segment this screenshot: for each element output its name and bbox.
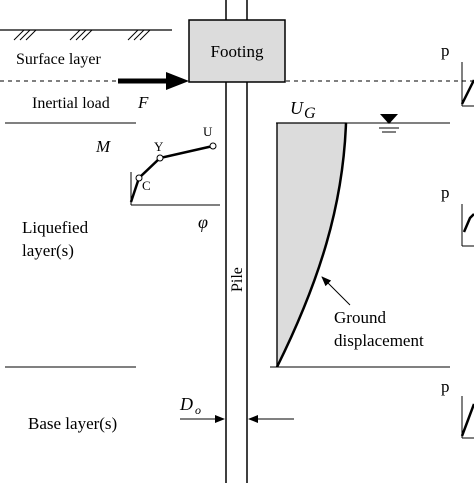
inertial-load-symbol: F <box>137 93 149 112</box>
liquefied-label-line2: layer(s) <box>22 241 74 260</box>
liquefied-label-line1: Liquefied <box>22 218 89 237</box>
ground-disp-label-line2: displacement <box>334 331 424 350</box>
py-label-top: p <box>441 41 450 60</box>
py-curve-top <box>460 62 474 107</box>
moment-curvature-graph <box>129 142 220 206</box>
water-table-symbol <box>379 114 399 133</box>
surface-layer-label: Surface layer <box>16 51 102 68</box>
py-curve-bottom <box>460 396 474 439</box>
ground-displacement-curve <box>275 122 348 368</box>
pile-label: Pile <box>229 267 246 292</box>
moment-symbol: M <box>95 137 111 156</box>
ground-disp-label-line1: Ground <box>334 308 386 327</box>
point-c-label: C <box>142 178 151 193</box>
ground-displacement-pointer <box>321 276 351 306</box>
diameter-symbol: D <box>179 394 193 414</box>
footing-label: Footing <box>211 42 264 61</box>
point-u-label: U <box>203 124 213 139</box>
inertial-load-label: Inertial load <box>32 95 110 112</box>
point-y-label: Y <box>154 139 164 154</box>
py-curve-middle <box>461 204 474 247</box>
py-label-middle: p <box>441 183 450 202</box>
base-layer-label: Base layer(s) <box>28 414 117 433</box>
inertial-load-arrow <box>118 72 189 90</box>
ground-disp-symbol: U <box>290 98 304 118</box>
pile <box>225 0 248 483</box>
diameter-subscript: o <box>195 403 201 417</box>
ground-surface <box>0 29 172 41</box>
footing-box <box>188 19 286 83</box>
ground-disp-subscript: G <box>304 105 316 122</box>
curvature-symbol: φ <box>198 212 208 232</box>
py-label-bottom: p <box>441 377 450 396</box>
